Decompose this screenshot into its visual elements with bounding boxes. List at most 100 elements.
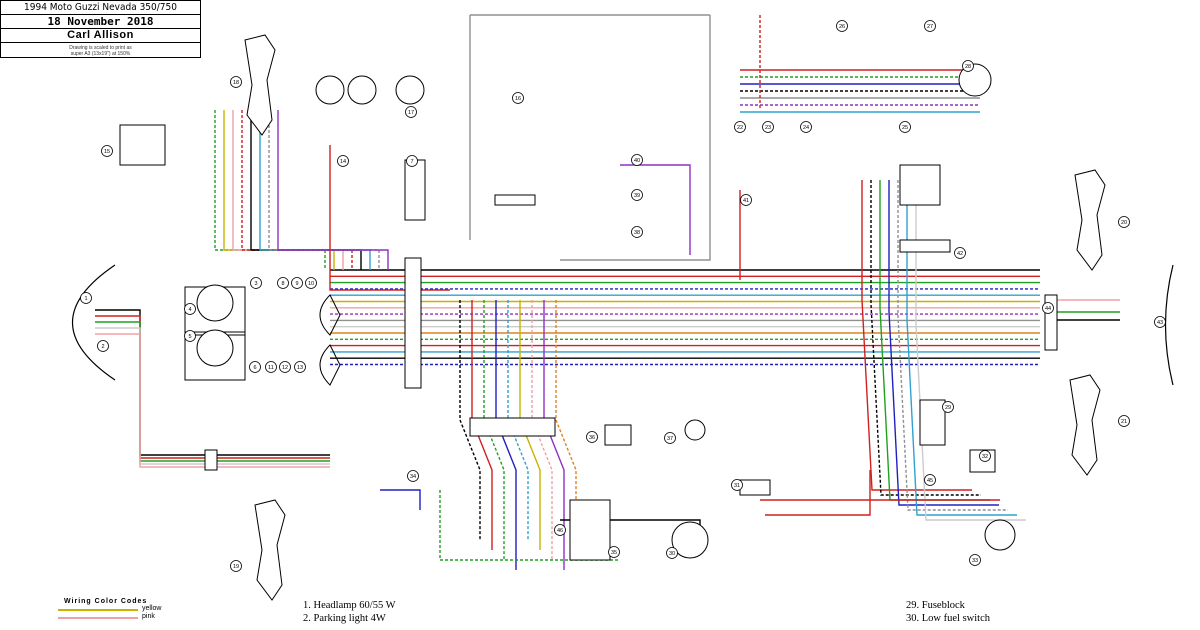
wire-yellow <box>519 300 541 550</box>
callout-number: 12 <box>282 365 288 371</box>
horn-shape <box>319 344 341 386</box>
connector-block <box>919 399 946 446</box>
callout-circle <box>291 277 303 289</box>
callout-circle <box>1042 302 1054 314</box>
callout-circle <box>586 431 598 443</box>
callout-circle <box>924 20 936 32</box>
callout-circle <box>184 303 196 315</box>
legend-label-yellow: yellow <box>142 605 162 612</box>
callout-number: 30 <box>669 551 675 557</box>
legend-item-yellow: yellow <box>58 605 168 613</box>
title-author: Carl Allison <box>1 29 200 43</box>
wire-green <box>483 300 505 560</box>
callout-circle <box>305 277 317 289</box>
callout-number: 22 <box>737 125 743 131</box>
callout-circle <box>836 20 848 32</box>
callout-circle <box>80 292 92 304</box>
callout-circle <box>230 76 242 88</box>
callout-number: 29 <box>945 405 951 411</box>
callout-number: 10 <box>308 281 314 287</box>
switch-dial <box>347 75 377 105</box>
wire-lightblue <box>507 300 529 540</box>
callout-circle <box>249 361 261 373</box>
callout-circle <box>631 189 643 201</box>
wire-grey <box>897 180 1008 511</box>
gauge-dial <box>196 329 234 367</box>
wire-purple <box>277 110 389 270</box>
callout-circle <box>962 60 974 72</box>
callout-circle <box>337 155 349 167</box>
part-29: 29. Fuseblock <box>906 600 965 611</box>
callout-number: 43 <box>1157 320 1163 326</box>
callout-circle <box>664 432 676 444</box>
connector-block <box>494 194 536 206</box>
battery-shape <box>604 424 632 446</box>
wire-purple <box>620 164 691 255</box>
callout-circle <box>97 340 109 352</box>
horn-shape <box>319 294 341 336</box>
callout-circle <box>800 121 812 133</box>
part-1: 1. Headlamp 60/55 W <box>303 600 396 611</box>
callout-number: 7 <box>410 159 413 165</box>
wire-green <box>439 490 620 561</box>
wire-black <box>250 110 362 270</box>
callout-number: 36 <box>589 435 595 441</box>
callout-number: 46 <box>557 528 563 534</box>
callout-circle <box>631 226 643 238</box>
callout-number: 44 <box>1045 306 1051 312</box>
wire-green <box>214 110 326 270</box>
callout-circle <box>734 121 746 133</box>
wire-blue <box>495 300 517 570</box>
callout-circle <box>899 121 911 133</box>
starter-motor-shape <box>984 519 1016 551</box>
callout-number: 26 <box>839 24 845 30</box>
wire-pink <box>95 333 330 468</box>
wire-orange <box>555 300 577 540</box>
title-date: 18 November 2018 <box>1 15 200 29</box>
title-note: Drawing is scaled to print as super A3 (… <box>1 43 200 57</box>
callout-circle <box>1118 216 1130 228</box>
connector-block <box>739 479 771 496</box>
wire-red <box>329 145 450 291</box>
callout-number: 42 <box>957 251 963 257</box>
callout-number: 4 <box>188 307 191 313</box>
callout-circle <box>184 330 196 342</box>
callout-circle <box>666 547 678 559</box>
callout-number: 28 <box>965 64 971 70</box>
callout-number: 13 <box>297 365 303 371</box>
callout-circle <box>265 361 277 373</box>
callout-number: 31 <box>734 483 740 489</box>
callout-number: 14 <box>340 159 346 165</box>
headlamp-shape <box>1164 264 1174 386</box>
callout-circle <box>762 121 774 133</box>
callout-number: 16 <box>515 96 521 102</box>
wire-black <box>459 300 481 540</box>
turn-signal-shape <box>1069 374 1101 476</box>
callout-number: 33 <box>972 558 978 564</box>
callout-number: 17 <box>408 110 414 116</box>
turn-signal-shape <box>254 499 286 601</box>
wire-red <box>861 180 972 491</box>
gauge-dial <box>196 284 234 322</box>
instrument-lamp-shape <box>958 63 992 97</box>
callout-number: 1 <box>84 296 87 302</box>
title-note-line2: super A3 (13x19") at 150% <box>70 51 131 57</box>
callout-circle <box>101 145 113 157</box>
legend-swatch-yellow <box>58 609 138 611</box>
callout-number: 45 <box>927 478 933 484</box>
callout-circle <box>942 401 954 413</box>
callout-number: 25 <box>902 125 908 131</box>
wire-yellow <box>223 110 335 270</box>
callout-circle <box>740 194 752 206</box>
headlamp-shape <box>71 264 116 381</box>
callout-circle <box>406 155 418 167</box>
callout-circle <box>512 92 524 104</box>
connector-block <box>404 159 426 221</box>
title-block: 1994 Moto Guzzi Nevada 350/750 18 Novemb… <box>0 0 201 58</box>
wire-red <box>765 470 871 516</box>
parts-list-right: 29. Fuseblock 30. Low fuel switch <box>906 599 990 625</box>
legend-title: Wiring Color Codes <box>64 598 148 605</box>
callout-circle <box>631 154 643 166</box>
callout-number: 19 <box>233 564 239 570</box>
